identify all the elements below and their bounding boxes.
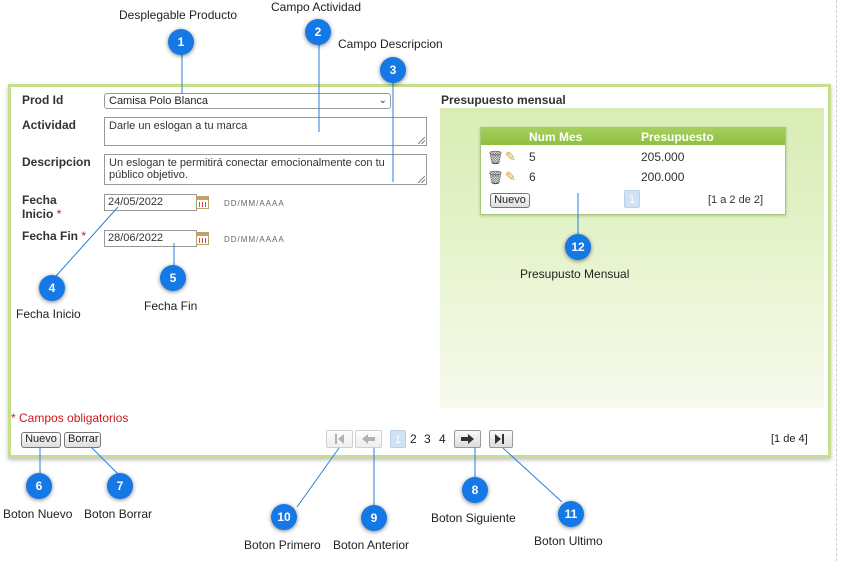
required-mark: * [56,207,62,221]
page-1[interactable]: 1 [390,430,406,448]
first-page-button[interactable] [326,430,353,448]
prod-label: Prod Id [22,93,64,107]
grid-new-button[interactable]: Nuevo [490,193,530,208]
callout-11-label: Boton Ultimo [534,534,603,548]
page-2[interactable]: 2 [410,432,417,446]
fecha-inicio-input[interactable]: 24/05/2022 [104,194,197,211]
calendar-icon[interactable] [196,232,209,245]
previous-page-button[interactable] [355,430,382,448]
callout-2-label: Campo Actividad [271,0,362,14]
pencil-icon[interactable]: ✎ [505,149,516,164]
callout-9-label: Boton Anterior [333,538,410,552]
fecha-fin-label-text: Fecha Fin [22,229,79,243]
page-divider [836,0,837,561]
fecha-inicio-label-line2: Inicio [22,207,54,221]
callout-6: 6 [26,473,52,499]
actividad-label: Actividad [22,118,77,132]
callout-1-label: Desplegable Producto [119,8,238,22]
fecha-inicio-label-line1: Fecha [22,193,57,207]
descripcion-field[interactable]: Un eslogan te permitirá conectar emocion… [104,154,427,185]
arrow-right-icon [461,434,474,444]
page-4[interactable]: 4 [439,432,446,446]
callout-8: 8 [462,477,488,503]
row-presupuesto: 205.000 [641,150,685,164]
date-format-hint: DD/MM/AAAA [224,235,285,244]
trash-icon[interactable]: 🗑 [487,150,504,165]
last-page-button[interactable] [489,430,513,448]
column-header-presupuesto[interactable]: Presupuesto [641,130,714,144]
pencil-icon[interactable]: ✎ [505,169,516,184]
page-info: [1 de 4] [771,433,808,445]
last-page-icon [495,434,504,444]
chevron-down-icon: ⌄ [378,95,387,106]
fecha-fin-input[interactable]: 28/06/2022 [104,230,197,247]
descripcion-value: Un eslogan te permitirá conectar emocion… [109,157,385,181]
callout-8-label: Boton Siguiente [431,511,516,525]
callout-3-label: Campo Descripcion [338,37,443,51]
page-3[interactable]: 3 [424,432,431,446]
callout-2: 2 [305,19,331,45]
resize-grip-icon[interactable] [418,176,425,183]
product-dropdown[interactable]: Camisa Polo Blanca ⌄ [104,93,391,109]
actividad-value: Darle un eslogan a tu marca [109,120,248,132]
callout-11: 11 [558,501,584,527]
required-mark: * [81,229,87,243]
arrow-left-icon [362,434,375,444]
actividad-field[interactable]: Darle un eslogan a tu marca [104,117,427,146]
callout-12: 12 [565,234,591,260]
callout-12-label: Presupusto Mensual [520,267,630,281]
grid-header: Num Mes Presupuesto [481,128,785,145]
callout-4: 4 [39,275,65,301]
callout-5-label: Fecha Fin [144,299,198,313]
resize-grip-icon[interactable] [418,137,425,144]
callout-10-label: Boton Primero [244,538,321,552]
row-mes: 5 [529,150,536,164]
delete-button[interactable]: Borrar [64,432,101,448]
grid-range: [1 a 2 de 2] [708,194,764,206]
new-button[interactable]: Nuevo [21,432,61,448]
callout-5: 5 [160,265,186,291]
date-format-hint: DD/MM/AAAA [224,199,285,208]
callout-4-label: Fecha Inicio [16,307,81,321]
trash-icon[interactable]: 🗑 [487,170,504,185]
callout-7: 7 [107,473,133,499]
fecha-inicio-label: Inicio * [22,207,61,221]
product-dropdown-value: Camisa Polo Blanca [109,95,209,107]
callout-3: 3 [380,57,406,83]
grid-page-current: 1 [624,190,640,208]
row-mes: 6 [529,170,536,184]
callout-10: 10 [271,504,297,530]
column-header-num-mes[interactable]: Num Mes [529,130,583,144]
calendar-icon[interactable] [196,196,209,209]
callout-6-label: Boton Nuevo [3,507,73,521]
descripcion-label: Descripcion [22,155,91,169]
row-presupuesto: 200.000 [641,170,685,184]
first-page-icon [335,434,344,444]
next-page-button[interactable] [454,430,481,448]
presupuesto-title: Presupuesto mensual [441,93,566,107]
presupuesto-grid: Num Mes Presupuesto 🗑 ✎ 5 205.000 🗑 ✎ 6 … [480,127,786,215]
callout-9: 9 [361,505,387,531]
fecha-fin-label: Fecha Fin * [22,229,86,243]
required-note: * Campos obligatorios [11,411,129,425]
callout-1: 1 [168,29,194,55]
callout-7-label: Boton Borrar [84,507,153,521]
